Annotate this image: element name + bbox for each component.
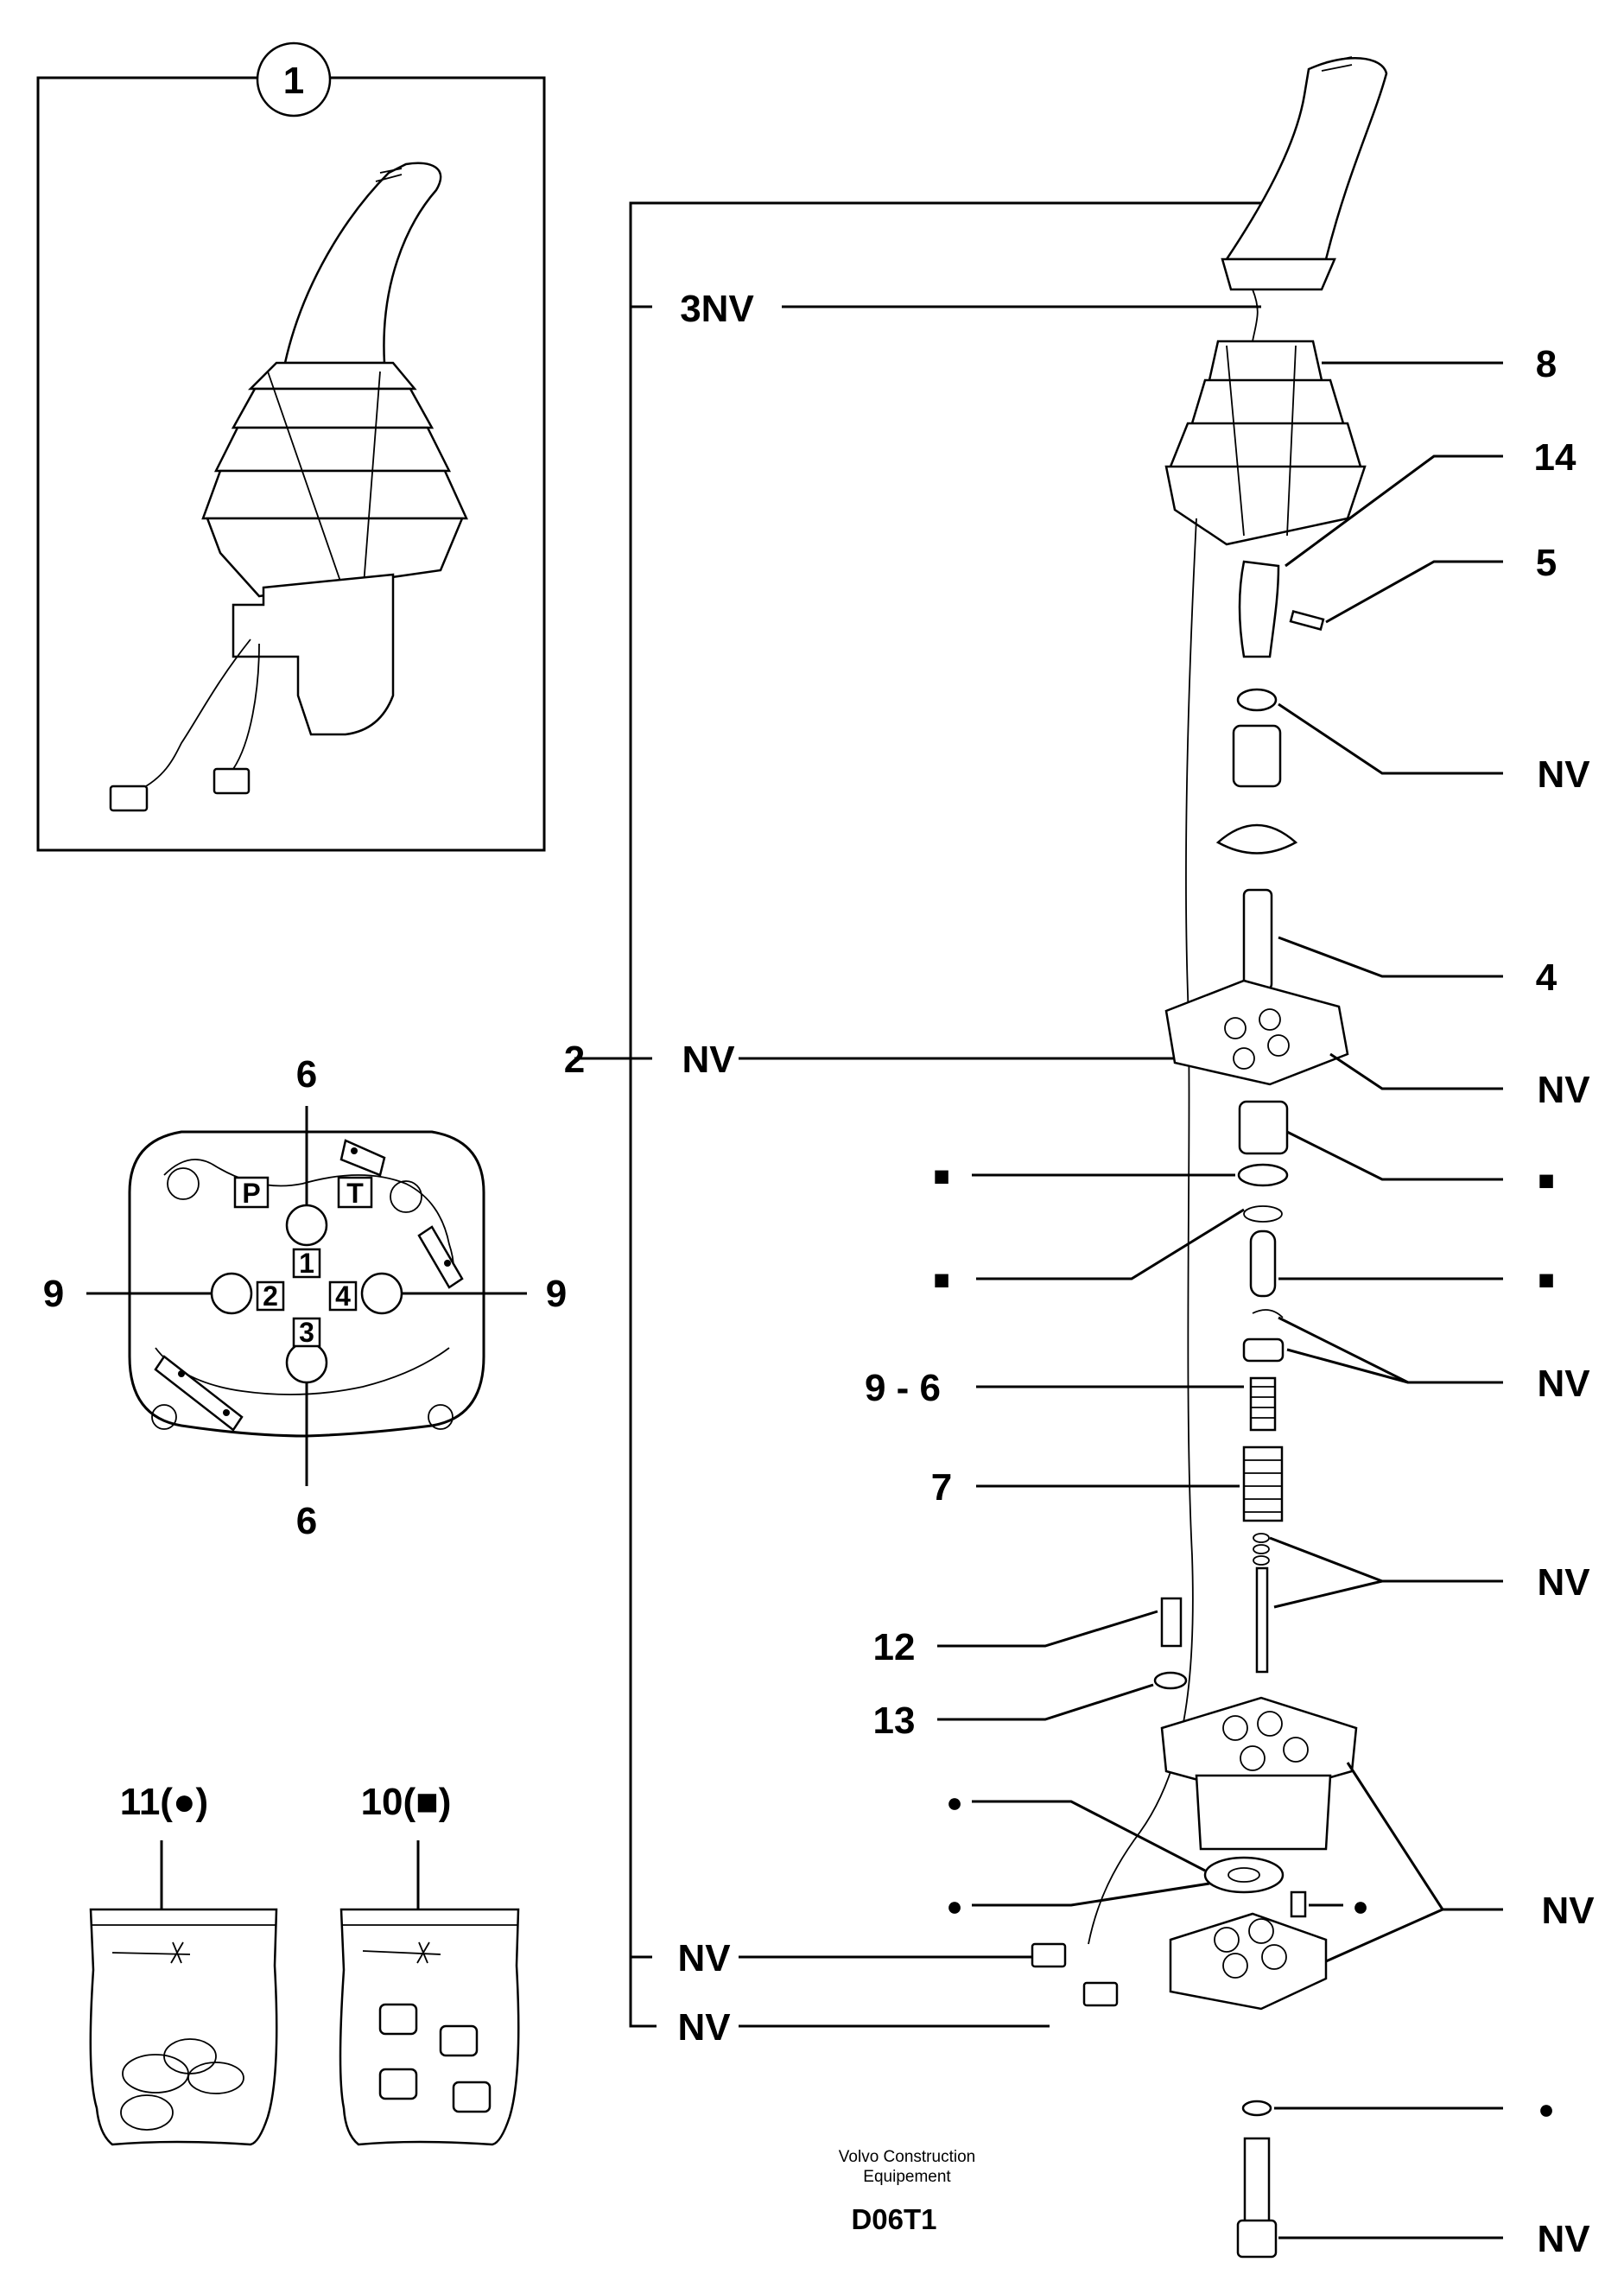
callout-sq-oring-left: ■ [933, 1264, 949, 1295]
callout-dot-oring: ● [946, 1890, 962, 1922]
callout-dot-pin: ● [1352, 1890, 1368, 1922]
company-name-line2: Equipement [863, 2168, 951, 2186]
port-number-3: 3 [299, 1317, 314, 1348]
callout-nv-connector-2: NV [677, 2006, 731, 2049]
callout-nv-washers: NV [1537, 1561, 1590, 1604]
spring-small [1249, 1376, 1277, 1432]
callout-dot-gasket: ● [946, 1787, 962, 1818]
callout-5: 5 [1536, 542, 1557, 584]
callout-labels: 3NV 8 14 5 NV 4 2 NV NV ■ ■ ■ ■ 9 - 6 NV… [564, 288, 1595, 2260]
callout-4: 4 [1536, 956, 1557, 999]
assembled-joystick-drawing [109, 162, 468, 812]
callout-nv-body: NV [1541, 1890, 1595, 1932]
valve-label-right: 9 [546, 1273, 567, 1315]
bag-10 [339, 1908, 520, 2146]
port-number-1: 1 [299, 1248, 314, 1279]
port-p-label: P [242, 1178, 260, 1209]
cable [1088, 518, 1197, 1945]
valve-label-left: 9 [43, 1273, 64, 1315]
exploded-parts [1031, 56, 1388, 2259]
callout-nv-plate-left: NV [682, 1039, 735, 1081]
callout-9-6: 9 - 6 [865, 1367, 941, 1409]
port-number-4: 4 [335, 1280, 351, 1312]
bag-11 [89, 1908, 278, 2146]
callout-sq-bush-right: ■ [1538, 1165, 1554, 1196]
callout-12: 12 [873, 1626, 916, 1668]
callout-nv-screw: NV [1537, 2218, 1590, 2260]
port-top [285, 1204, 328, 1247]
callout-13: 13 [873, 1700, 916, 1742]
callout-7: 7 [931, 1466, 952, 1509]
valve-port-view: P T 1 2 3 4 6 6 9 9 [43, 1053, 567, 1542]
callout-nv-plate-right: NV [1537, 1069, 1590, 1111]
upper-plate [1164, 979, 1349, 1086]
spring-large [1242, 1445, 1284, 1522]
drawing-code: D06T1 [851, 2203, 936, 2235]
port-left [210, 1272, 253, 1315]
bag-11-label: 11(●) [120, 1781, 208, 1823]
callout-14: 14 [1534, 436, 1576, 479]
inset-number-badge [256, 41, 332, 118]
footer: Volvo Construction Equipement D06T1 [839, 2148, 975, 2235]
service-kit-bags: 11(●) 10(■) [89, 1781, 520, 2146]
callout-nv-nut: NV [1537, 753, 1590, 796]
callout-nv-connector-1: NV [677, 1937, 731, 1979]
callout-2: 2 [564, 1039, 585, 1081]
port-number-2: 2 [263, 1280, 278, 1312]
inset-number: 1 [283, 60, 304, 102]
callout-sq-seal-left: ■ [933, 1160, 949, 1191]
bag-10-label: 10(■) [361, 1781, 452, 1823]
callout-dot-bottom: ● [1538, 2094, 1554, 2125]
port-right [360, 1272, 403, 1315]
callout-8: 8 [1536, 343, 1557, 385]
callout-leaders [937, 361, 1503, 2240]
main-bracket [574, 201, 1270, 2028]
callout-3nv: 3NV [680, 288, 754, 330]
callout-nv-clip: NV [1537, 1363, 1590, 1405]
port-t-label: T [346, 1178, 364, 1209]
company-name-line1: Volvo Construction [839, 2148, 975, 2166]
valve-label-top: 6 [296, 1053, 317, 1096]
rubber-boot [1164, 340, 1367, 546]
valve-body [1169, 1912, 1328, 2011]
inset-assembled-joystick: 1 [36, 41, 546, 852]
valve-label-bottom: 6 [296, 1500, 317, 1542]
joystick-handle [1224, 57, 1388, 261]
port-bottom [285, 1341, 328, 1384]
callout-sq-piston-right: ■ [1538, 1264, 1554, 1295]
